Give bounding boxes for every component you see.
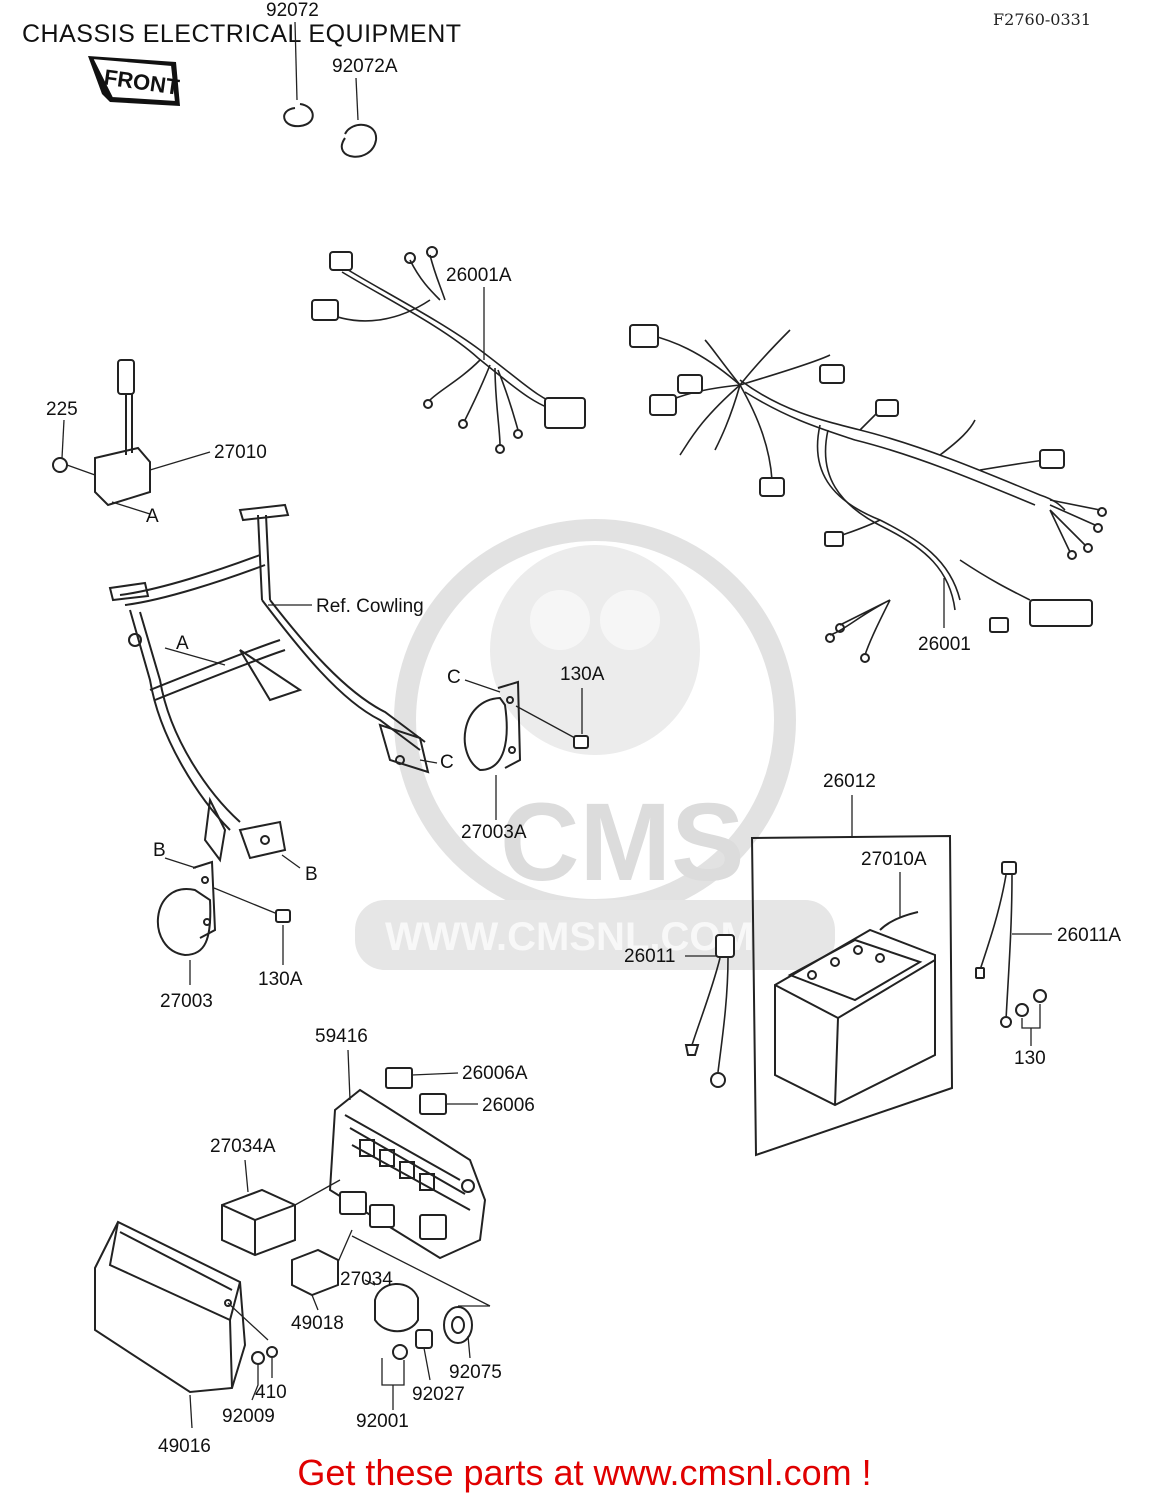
label-27010a: 27010A — [861, 849, 927, 870]
part-labels: 92072 92072A 26001A 225 27010 A A Ref. C… — [46, 0, 1121, 1457]
clamp-92072a — [341, 77, 378, 158]
label-ref-b1: B — [153, 840, 166, 861]
junction-box-59416 — [328, 1049, 487, 1260]
label-26001: 26001 — [918, 634, 971, 655]
bolt-92009 — [251, 1351, 265, 1401]
bolt-92001 — [381, 1344, 408, 1410]
label-49018: 49018 — [291, 1313, 344, 1334]
label-49016: 49016 — [158, 1436, 211, 1457]
label-130: 130 — [1014, 1048, 1046, 1069]
watermark-brand: CMS — [500, 781, 744, 904]
cable-26011 — [684, 934, 735, 1088]
label-92009: 92009 — [222, 1406, 275, 1427]
nut-130a-upper — [573, 688, 589, 749]
front-arrow-badge: FRONT — [88, 56, 182, 106]
page-title: CHASSIS ELECTRICAL EQUIPMENT — [22, 20, 462, 48]
label-26006a: 26006A — [462, 1063, 528, 1084]
label-92072: 92072 — [266, 0, 319, 21]
label-26012: 26012 — [823, 771, 876, 792]
label-92001: 92001 — [356, 1411, 409, 1432]
label-ref-a1: A — [146, 506, 159, 527]
label-27003a: 27003A — [461, 822, 527, 843]
watermark-url: WWW.CMSNL.COM — [385, 915, 754, 959]
sub-harness-26001a — [311, 246, 586, 454]
cable-26011a — [975, 861, 1052, 1028]
label-ref-c2: C — [440, 752, 454, 773]
fairing-bracket — [108, 503, 438, 869]
label-ref-b2: B — [305, 864, 318, 885]
main-harness-26001 — [629, 324, 1107, 663]
label-59416: 59416 — [315, 1026, 368, 1047]
label-26006: 26006 — [482, 1095, 535, 1116]
label-27003: 27003 — [160, 991, 213, 1012]
label-27010: 27010 — [214, 442, 267, 463]
battery-kit-26012 — [750, 795, 954, 1157]
fuse-26006 — [419, 1093, 478, 1115]
label-130a-1: 130A — [560, 664, 605, 685]
watermark: CMS WWW.CMSNL.COM — [355, 519, 835, 970]
get-parts-link[interactable]: Get these parts at www.cmsnl.com ! — [297, 1452, 872, 1493]
case-49016 — [94, 1220, 269, 1429]
label-ref-c1: C — [447, 667, 461, 688]
flasher-27034 — [351, 1235, 491, 1333]
label-26011a: 26011A — [1057, 925, 1121, 946]
bolt-130 — [1015, 989, 1047, 1046]
horn-27003a — [463, 679, 576, 820]
label-410: 410 — [255, 1382, 287, 1403]
horn-27003 — [156, 857, 281, 985]
label-26011: 26011 — [624, 946, 675, 967]
label-130a-2: 130A — [258, 969, 303, 990]
relay-27034a — [221, 1159, 341, 1257]
drawing-code: F2760-0331 — [993, 10, 1091, 29]
clamp-92072 — [283, 21, 314, 128]
label-27034a: 27034A — [210, 1136, 276, 1157]
relay-49018 — [291, 1229, 353, 1311]
label-ref-a2: A — [176, 633, 189, 654]
bolt-225 — [52, 419, 96, 476]
label-225: 225 — [46, 399, 78, 420]
label-92027: 92027 — [412, 1384, 465, 1405]
grommet-92075 — [443, 1305, 490, 1359]
label-ref-cowling: Ref. Cowling — [316, 596, 424, 617]
label-26001a: 26001A — [446, 265, 512, 286]
washer-410 — [266, 1346, 278, 1378]
label-92072a: 92072A — [332, 56, 398, 77]
ignition-switch-27010 — [94, 359, 211, 515]
fuse-26006a — [385, 1067, 459, 1089]
collar-92027 — [415, 1329, 433, 1381]
nut-130a-lower — [275, 909, 291, 965]
label-27034: 27034 — [340, 1269, 393, 1290]
label-92075: 92075 — [449, 1362, 502, 1383]
